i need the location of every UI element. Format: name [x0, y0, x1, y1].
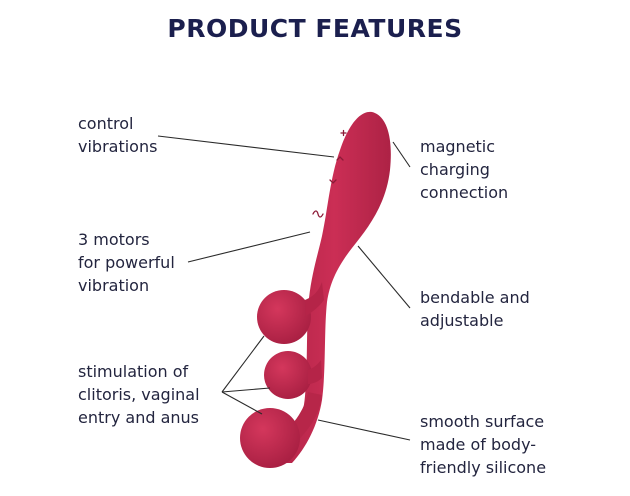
feature-line: vibration [78, 276, 150, 295]
down-arrow-icon [329, 179, 337, 184]
feature-line: bendable and [420, 288, 530, 307]
feature-line: control [78, 114, 134, 133]
feature-line: clitoris, vaginal [78, 385, 200, 404]
leader-lines [157, 135, 411, 441]
feature-line: entry and anus [78, 408, 199, 427]
feature-magnetic-charging: magnetic charging connection [420, 135, 508, 204]
feature-line: 3 motors [78, 230, 150, 249]
feature-stimulation: stimulation of clitoris, vaginal entry a… [78, 360, 200, 429]
product-shaft [278, 111, 391, 464]
feature-line: made of body- [420, 435, 537, 454]
feature-line: smooth surface [420, 412, 545, 431]
feature-bendable: bendable and adjustable [420, 286, 530, 332]
feature-motors: 3 motors for powerful vibration [78, 228, 175, 297]
leader-motors [187, 231, 311, 263]
feature-control-vibrations: control vibrations [78, 112, 157, 158]
logo-mark-icon [312, 210, 324, 218]
leader-stimulation-upper [221, 335, 265, 393]
feature-line: magnetic [420, 137, 496, 156]
leader-magnetic-charging [392, 141, 411, 168]
upper-ball-link [305, 282, 324, 316]
leader-stimulation-middle [221, 387, 271, 393]
lower-ball [240, 408, 300, 468]
feature-line: adjustable [420, 311, 504, 330]
page-title: PRODUCT FEATURES [167, 14, 463, 43]
feature-line: for powerful [78, 253, 175, 272]
up-arrow-icon [336, 156, 344, 161]
leader-control-vibrations [157, 135, 335, 158]
feature-line: vibrations [78, 137, 158, 156]
middle-ball [264, 351, 312, 399]
middle-ball-link [308, 360, 322, 384]
leader-bendable [357, 245, 411, 309]
feature-line: friendly silicone [420, 458, 547, 477]
upper-ball [257, 290, 311, 344]
feature-line: connection [420, 183, 509, 202]
leader-surface [317, 419, 411, 441]
plus-button-icon [340, 129, 347, 137]
control-buttons [312, 129, 347, 218]
leader-stimulation-lower [221, 391, 263, 415]
feature-line: stimulation of [78, 362, 189, 381]
feature-line: charging [420, 160, 490, 179]
feature-surface: smooth surface made of body- friendly si… [420, 410, 546, 479]
